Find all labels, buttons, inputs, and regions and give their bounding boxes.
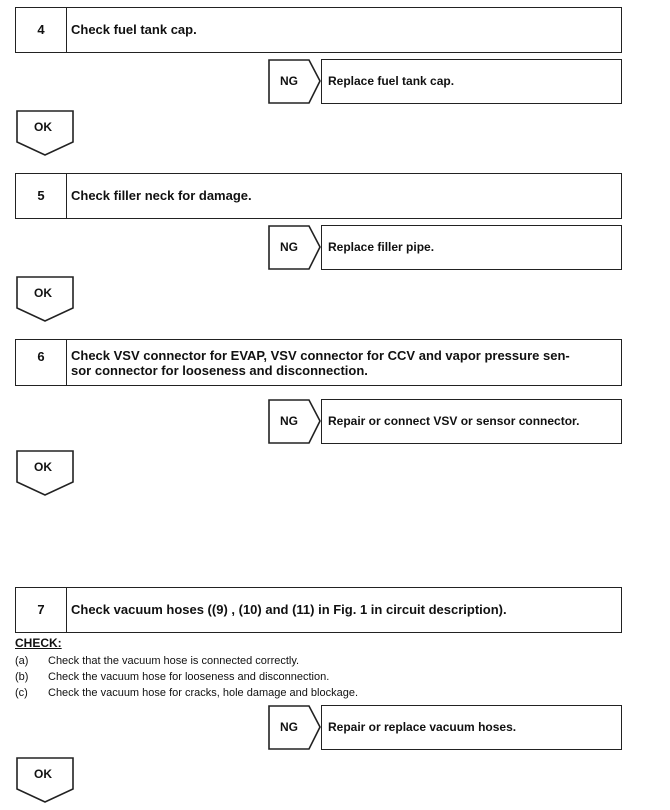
ng-action: Replace fuel tank cap.	[321, 59, 622, 104]
step-number: 5	[16, 174, 67, 218]
ng-action: Repair or connect VSV or sensor connecto…	[321, 399, 622, 444]
step-4-ok-tag: OK	[16, 110, 74, 156]
ng-action: Repair or replace vacuum hoses.	[321, 705, 622, 750]
ok-arrow-shape	[16, 450, 74, 496]
step-title: Check filler neck for damage.	[71, 188, 252, 203]
check-list: (a) Check that the vacuum hose is connec…	[15, 655, 358, 703]
step-5-box: 5 Check filler neck for damage.	[15, 173, 622, 219]
ng-label: NG	[280, 414, 298, 428]
ok-arrow-shape	[16, 276, 74, 322]
check-item: (c) Check the vacuum hose for cracks, ho…	[15, 687, 358, 703]
ng-label: NG	[280, 720, 298, 734]
ok-label: OK	[34, 460, 52, 474]
step-5-ng-row: NG Replace filler pipe.	[268, 225, 622, 270]
ng-arrow-shape	[268, 225, 321, 270]
ok-label: OK	[34, 286, 52, 300]
ng-action: Replace filler pipe.	[321, 225, 622, 270]
check-item-text: Check the vacuum hose for looseness and …	[48, 671, 330, 683]
step-number: 6	[16, 340, 67, 385]
ok-label: OK	[34, 120, 52, 134]
step-title: Check vacuum hoses ((9) , (10) and (11) …	[71, 602, 507, 617]
ng-tag: NG	[268, 225, 321, 270]
check-item-text: Check that the vacuum hose is connected …	[48, 655, 300, 667]
ok-label: OK	[34, 767, 52, 781]
ng-label: NG	[280, 240, 298, 254]
step-5-ok-tag: OK	[16, 276, 74, 322]
check-item: (b) Check the vacuum hose for looseness …	[15, 671, 358, 687]
step-4-box: 4 Check fuel tank cap.	[15, 7, 622, 53]
step-7-ok-tag: OK	[16, 757, 74, 803]
ng-arrow-shape	[268, 399, 321, 444]
check-item-letter: (b)	[15, 671, 29, 683]
step-title-line: sor connector for looseness and disconne…	[71, 363, 368, 378]
ok-arrow-shape	[16, 110, 74, 156]
step-number: 4	[16, 8, 67, 52]
ng-arrow-shape	[268, 59, 321, 104]
step-title: Check fuel tank cap.	[71, 22, 197, 37]
step-title-line: Check VSV connector for EVAP, VSV connec…	[71, 348, 570, 363]
ng-tag: NG	[268, 705, 321, 750]
check-item-letter: (a)	[15, 655, 29, 667]
check-item-letter: (c)	[15, 687, 28, 699]
step-7-box: 7 Check vacuum hoses ((9) , (10) and (11…	[15, 587, 622, 633]
step-6-box: 6 Check VSV connector for EVAP, VSV conn…	[15, 339, 622, 386]
step-number: 7	[16, 588, 67, 632]
check-item: (a) Check that the vacuum hose is connec…	[15, 655, 358, 671]
check-item-text: Check the vacuum hose for cracks, hole d…	[48, 687, 359, 699]
ng-label: NG	[280, 74, 298, 88]
ok-arrow-shape	[16, 757, 74, 803]
step-6-ok-tag: OK	[16, 450, 74, 496]
step-6-ng-row: NG Repair or connect VSV or sensor conne…	[268, 399, 622, 444]
ng-tag: NG	[268, 59, 321, 104]
check-heading: CHECK:	[15, 636, 62, 650]
ng-arrow-shape	[268, 705, 321, 750]
step-4-ng-row: NG Replace fuel tank cap.	[268, 59, 622, 104]
ng-tag: NG	[268, 399, 321, 444]
step-7-ng-row: NG Repair or replace vacuum hoses.	[268, 705, 622, 750]
step-title: Check VSV connector for EVAP, VSV connec…	[67, 340, 580, 385]
